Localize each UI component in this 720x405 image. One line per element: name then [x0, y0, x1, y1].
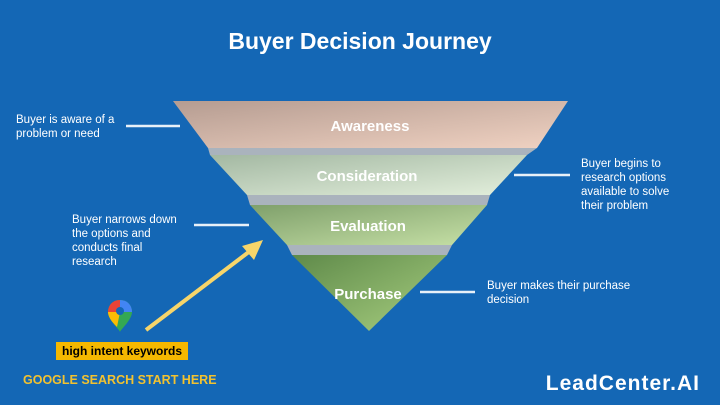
stage-label: Consideration [317, 168, 418, 185]
connector-lines [126, 124, 570, 294]
funnel-evaluation [250, 205, 487, 245]
shelf [287, 245, 452, 255]
note-evaluation: Buyer narrows down the options and condu… [72, 214, 177, 268]
google-maps-pin-icon [108, 300, 132, 332]
note-consideration: Buyer begins to research options availab… [581, 158, 670, 212]
note-purchase: Buyer makes their purchase decision [487, 280, 631, 306]
stage-label: Evaluation [330, 218, 406, 235]
brand-logo: LeadCenter.AI [545, 372, 700, 395]
arrow-icon [144, 240, 263, 332]
funnel-purchase [292, 255, 447, 331]
stage-label: Awareness [331, 118, 410, 135]
google-search-label: GOOGLE SEARCH START HERE [23, 373, 217, 387]
page-title: Buyer Decision Journey [228, 28, 492, 54]
funnel-consideration [210, 155, 527, 195]
funnel-awareness [173, 101, 568, 148]
shelf [247, 195, 490, 205]
stage-label: Purchase [334, 286, 402, 303]
shelf [208, 148, 537, 155]
keyword-badge: high intent keywords [56, 342, 189, 360]
note-awareness: Buyer is aware of a problem or need [16, 114, 115, 140]
